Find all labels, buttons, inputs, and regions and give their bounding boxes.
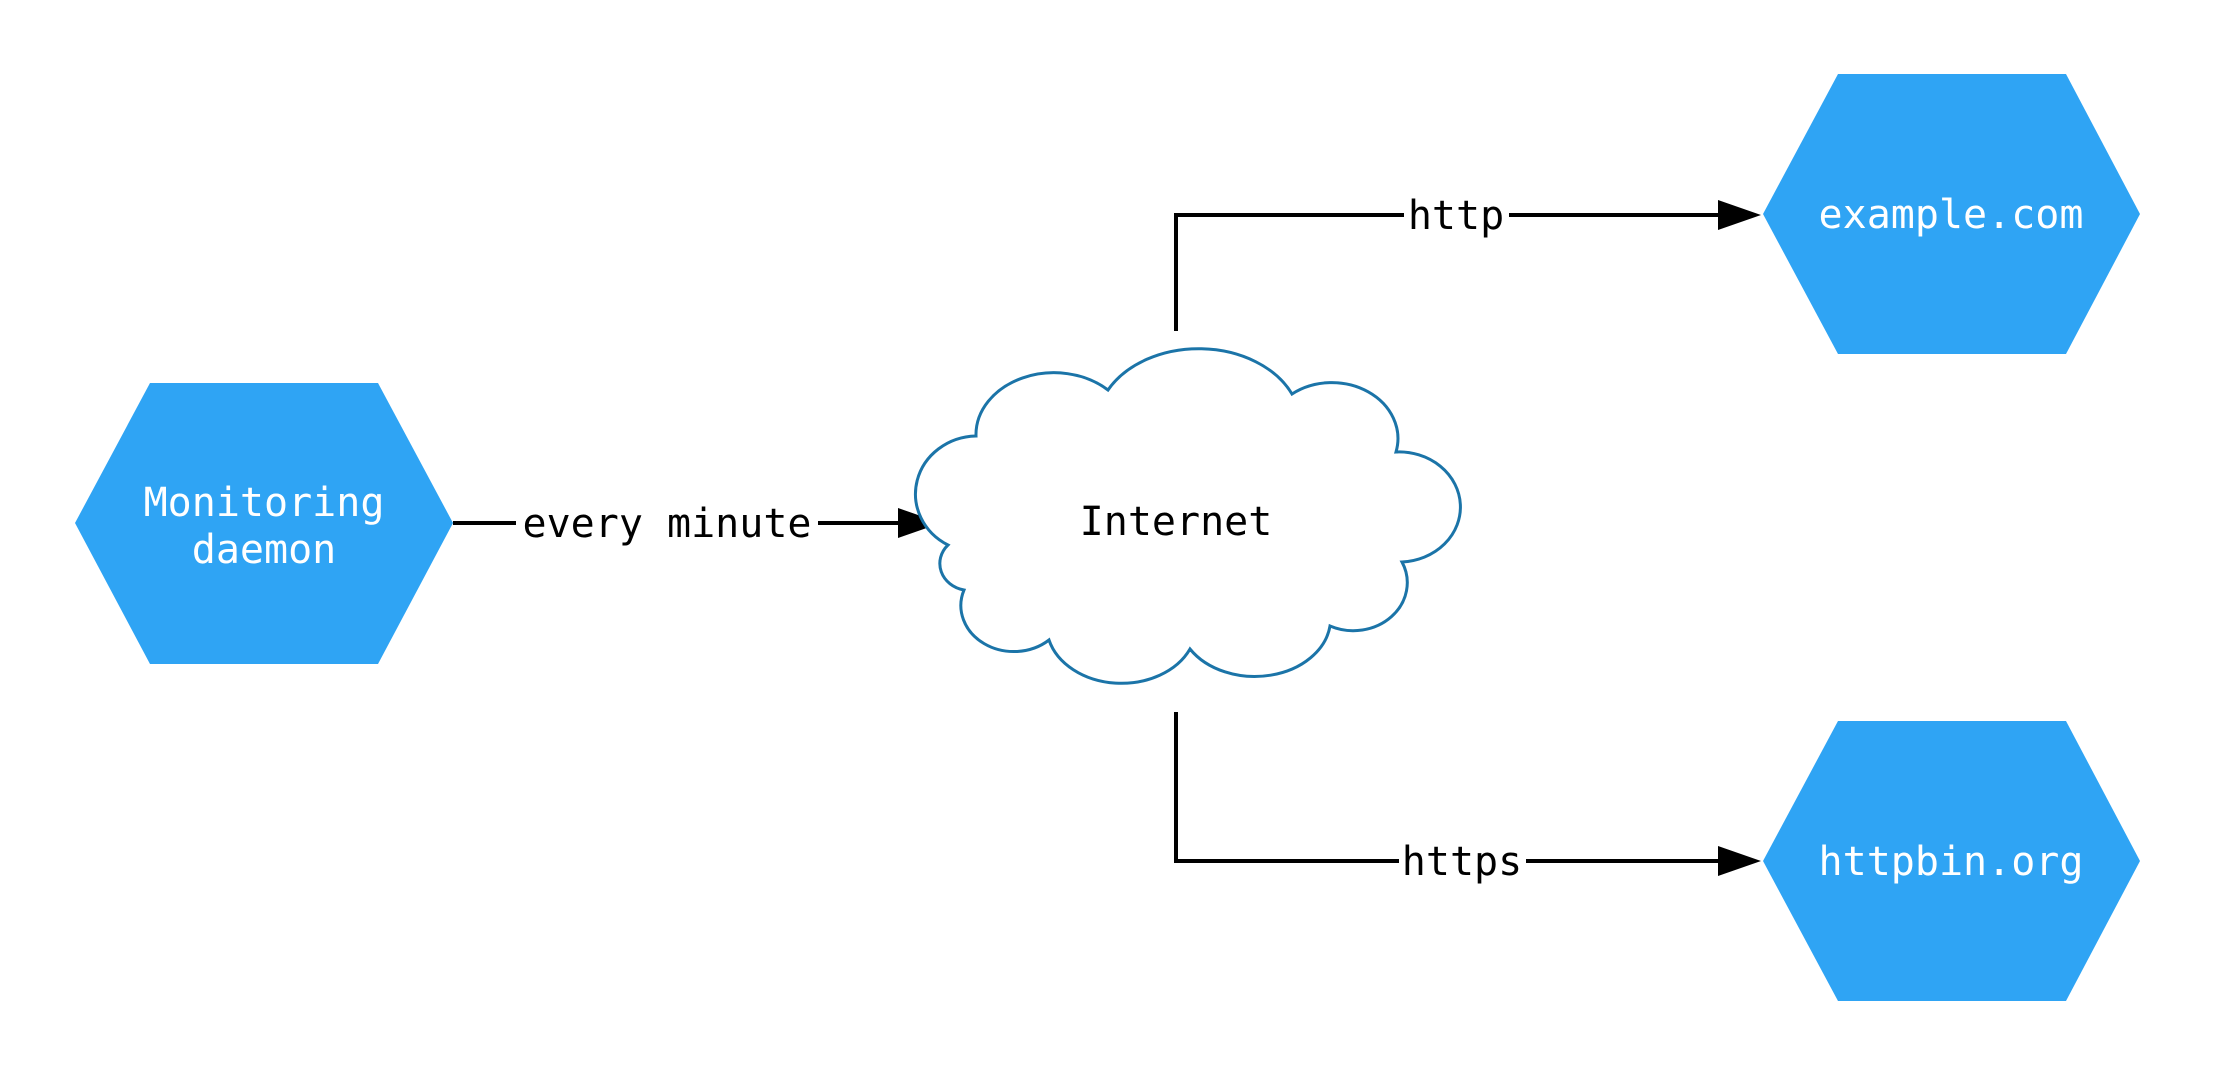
- node-label-line: daemon: [192, 527, 337, 573]
- httpbin-org-hexagon: [1763, 721, 2140, 1001]
- edge-daemon-internet: every minute: [453, 501, 941, 547]
- monitoring-daemon-hexagon: [75, 383, 453, 664]
- node-internet: Internet: [914, 347, 1462, 685]
- example-com-hexagon: [1763, 74, 2140, 354]
- edge-label-http: http: [1408, 193, 1504, 239]
- node-label-httpbin-org: httpbin.org: [1819, 839, 2084, 885]
- node-label: Monitoring: [144, 480, 385, 526]
- internet-cloud-shape: [914, 347, 1462, 685]
- arrowhead-icon: [1718, 846, 1761, 876]
- node-label-example-com: example.com: [1819, 192, 2084, 238]
- edge-internet-httpbin: https: [1174, 712, 1761, 885]
- node-label-line: Monitoring: [144, 480, 385, 526]
- edge-label-every-minute: every minute: [523, 501, 812, 547]
- node-label: daemon: [192, 527, 337, 573]
- node-httpbin-org: httpbin.org: [1763, 721, 2140, 1001]
- node-monitoring-daemon: Monitoring daemon: [75, 383, 453, 664]
- arrowhead-icon: [1718, 200, 1761, 230]
- edge-internet-example: http: [1174, 193, 1761, 331]
- node-example-com: example.com: [1763, 74, 2140, 354]
- edge-label-https: https: [1402, 839, 1522, 885]
- arrowhead-icon: [898, 508, 941, 538]
- node-label-internet: Internet: [1080, 499, 1273, 545]
